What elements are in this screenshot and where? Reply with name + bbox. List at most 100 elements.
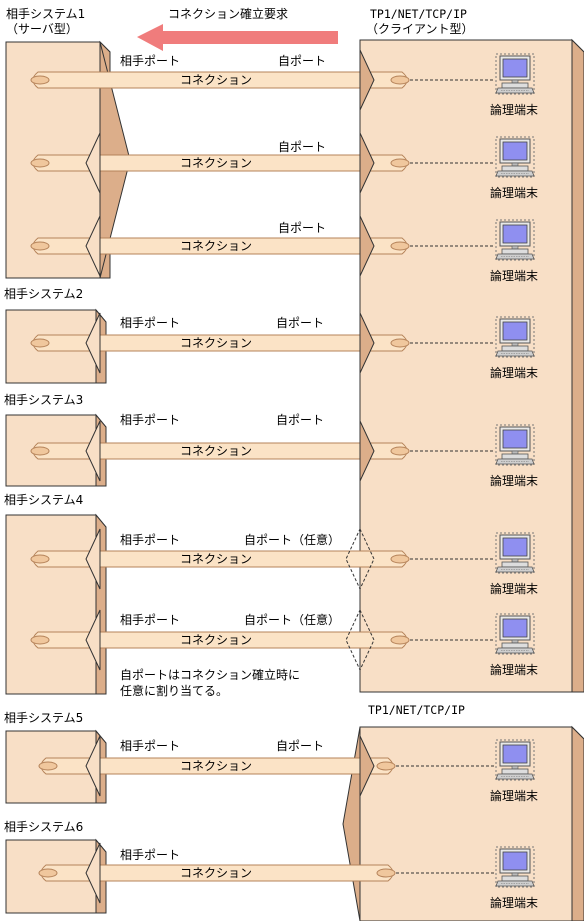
tube-end-left xyxy=(30,446,50,456)
connection-row-2 xyxy=(30,132,494,194)
peer-port xyxy=(85,420,101,482)
peer-port-label: 相手ポート xyxy=(120,533,180,547)
own-port-any-label: 自ポート（任意） xyxy=(244,612,340,627)
logical-terminal-icon xyxy=(495,846,535,888)
tube-end-right xyxy=(390,75,410,85)
note-line2: 任意に割り当てる。 xyxy=(120,683,228,698)
connection-label: コネクション xyxy=(180,759,252,773)
connection-row-6 xyxy=(30,527,494,591)
logical-terminal-icon xyxy=(495,219,535,261)
system4-title: 相手システム4 xyxy=(4,493,83,507)
tube-end-right xyxy=(376,761,396,771)
system3-title: 相手システム3 xyxy=(4,393,83,407)
system5-title: 相手システム5 xyxy=(4,711,83,725)
own-port xyxy=(359,735,375,797)
own-port-any xyxy=(345,527,375,591)
logical-terminal-icon xyxy=(495,532,535,574)
peer-port xyxy=(85,609,101,671)
tube-end-right xyxy=(376,868,396,878)
own-port-label: 自ポート xyxy=(278,221,326,235)
note-line1: 自ポートはコネクション確立時に xyxy=(120,667,300,682)
own-port-label: 自ポート xyxy=(278,140,326,154)
logical-terminal-icon xyxy=(495,739,535,781)
port-labels-layer: コネクション相手ポート自ポートコネクション自ポートコネクション自ポートコネクショ… xyxy=(120,54,340,880)
connection-label: コネクション xyxy=(180,73,252,87)
logical-terminal-label: 論理端末 xyxy=(490,788,538,803)
peer-port-label: 相手ポート xyxy=(120,413,180,427)
peer-port-label: 相手ポート xyxy=(120,613,180,627)
connection-row-7 xyxy=(30,608,494,672)
peer-port xyxy=(85,735,101,797)
peer-port-label: 相手ポート xyxy=(120,54,180,68)
tube-end-right xyxy=(390,446,410,456)
client-box-lower xyxy=(342,725,584,921)
own-port xyxy=(359,132,375,194)
tube-end-left xyxy=(38,868,58,878)
logical-terminal-label: 論理端末 xyxy=(490,185,538,200)
connection-row-5 xyxy=(30,420,494,482)
system4-box xyxy=(5,513,107,695)
connection-label: コネクション xyxy=(180,633,252,647)
tube-end-left xyxy=(30,554,50,564)
tube-end-left xyxy=(30,635,50,645)
own-port xyxy=(359,49,375,111)
own-port-label: 自ポート xyxy=(276,413,324,427)
own-port-label: 自ポート xyxy=(278,54,326,68)
system2-title: 相手システム2 xyxy=(4,287,83,301)
peer-port-label: 相手ポート xyxy=(120,739,180,753)
system6-title: 相手システム6 xyxy=(4,820,83,834)
tube-end-left xyxy=(30,241,50,251)
logical-terminal-icon xyxy=(495,613,535,655)
peer-port-label: 相手ポート xyxy=(120,848,180,862)
connection-label: コネクション xyxy=(180,239,252,253)
logical-terminal-label: 論理端末 xyxy=(490,581,538,596)
own-port-any-label: 自ポート（任意） xyxy=(244,532,340,547)
logical-terminal-label: 論理端末 xyxy=(490,473,538,488)
logical-terminal-label: 論理端末 xyxy=(490,895,538,910)
own-port xyxy=(359,215,375,277)
peer-port-label: 相手ポート xyxy=(120,316,180,330)
logical-terminal-label: 論理端末 xyxy=(490,102,538,117)
connections-layer xyxy=(30,49,494,904)
tube-end-right xyxy=(390,338,410,348)
connection-row-9 xyxy=(38,842,494,904)
lower-client-title: TP1/NET/TCP/IP xyxy=(368,703,465,717)
connection-row-4 xyxy=(30,312,494,374)
connection-label: コネクション xyxy=(180,552,252,566)
client-box-upper xyxy=(359,38,584,693)
connection-label: コネクション xyxy=(180,444,252,458)
server-subtitle: （サーバ型） xyxy=(6,22,78,36)
tube-end-right xyxy=(390,635,410,645)
tube-end-right xyxy=(390,158,410,168)
client-title: TP1/NET/TCP/IP xyxy=(370,7,467,21)
tube-end-right xyxy=(390,241,410,251)
peer-port xyxy=(85,215,101,277)
tube-end-left xyxy=(30,338,50,348)
logical-terminal-icon xyxy=(495,136,535,178)
logical-terminal-label: 論理端末 xyxy=(490,662,538,677)
connection-label: コネクション xyxy=(180,336,252,350)
connection-request-label: コネクション確立要求 xyxy=(168,6,288,21)
logical-terminal-label: 論理端末 xyxy=(490,365,538,380)
peer-port xyxy=(85,528,101,590)
own-port-label: 自ポート xyxy=(276,316,324,330)
own-port-any xyxy=(345,608,375,672)
own-port xyxy=(359,420,375,482)
logical-terminal-icon xyxy=(495,53,535,95)
peer-port xyxy=(85,312,101,374)
connection-label: コネクション xyxy=(180,156,252,170)
server-title: 相手システム1 xyxy=(6,7,85,21)
own-port-label: 自ポート xyxy=(276,739,324,753)
tube-end-left xyxy=(38,761,58,771)
tube-end-right xyxy=(390,554,410,564)
connection-row-8 xyxy=(38,735,494,797)
logical-terminal-icon xyxy=(495,316,535,358)
client-subtitle: （クライアント型） xyxy=(366,22,474,36)
peer-port xyxy=(85,132,101,194)
connection-row-1 xyxy=(30,49,494,111)
connection-request-arrow xyxy=(137,24,338,51)
own-port xyxy=(359,312,375,374)
peer-port xyxy=(85,842,101,904)
